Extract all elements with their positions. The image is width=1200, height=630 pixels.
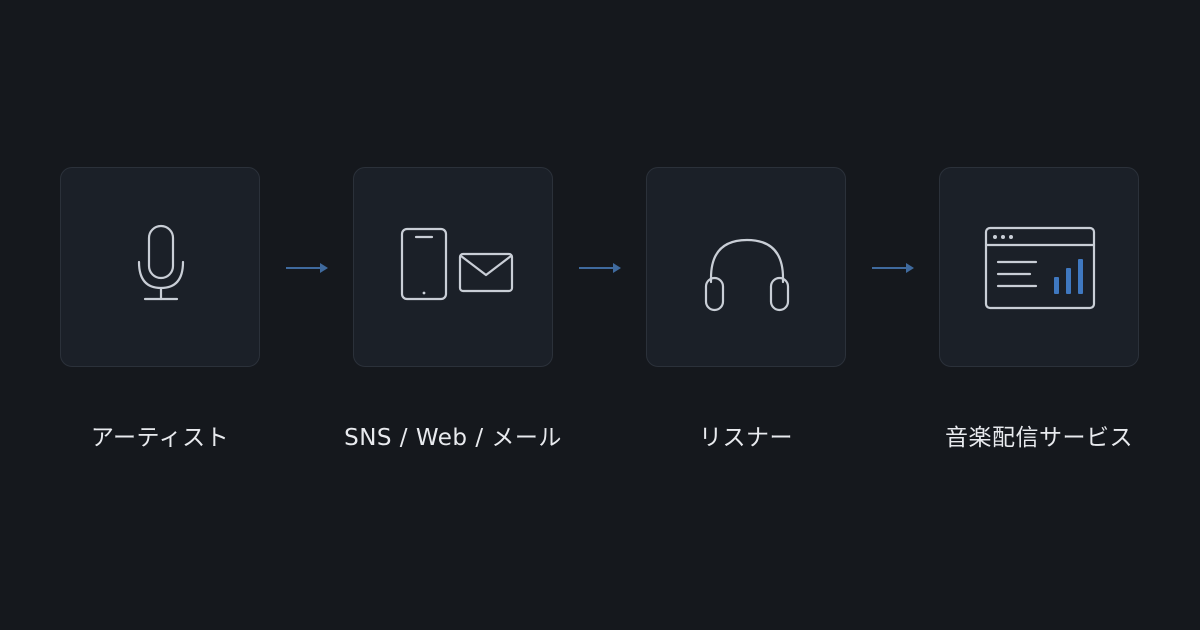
step-label-streaming-service: 音楽配信サービス xyxy=(945,425,1133,451)
step-card-streaming-service xyxy=(939,167,1139,367)
step-label-channels: SNS / Web / メール xyxy=(344,425,562,451)
step-label-artist: アーティスト xyxy=(90,425,230,451)
step-card-artist xyxy=(60,167,260,367)
headphones-icon xyxy=(704,238,790,312)
flow-arrow xyxy=(579,263,621,273)
flow-arrow xyxy=(872,263,914,273)
microphone-icon xyxy=(137,224,185,301)
step-card-channels xyxy=(353,167,553,367)
smartphone-and-mail-icon xyxy=(400,227,514,301)
step-label-listener: リスナー xyxy=(699,425,793,451)
flow-arrow xyxy=(286,263,328,273)
streaming-dashboard-icon xyxy=(984,226,1096,310)
step-card-listener xyxy=(646,167,846,367)
